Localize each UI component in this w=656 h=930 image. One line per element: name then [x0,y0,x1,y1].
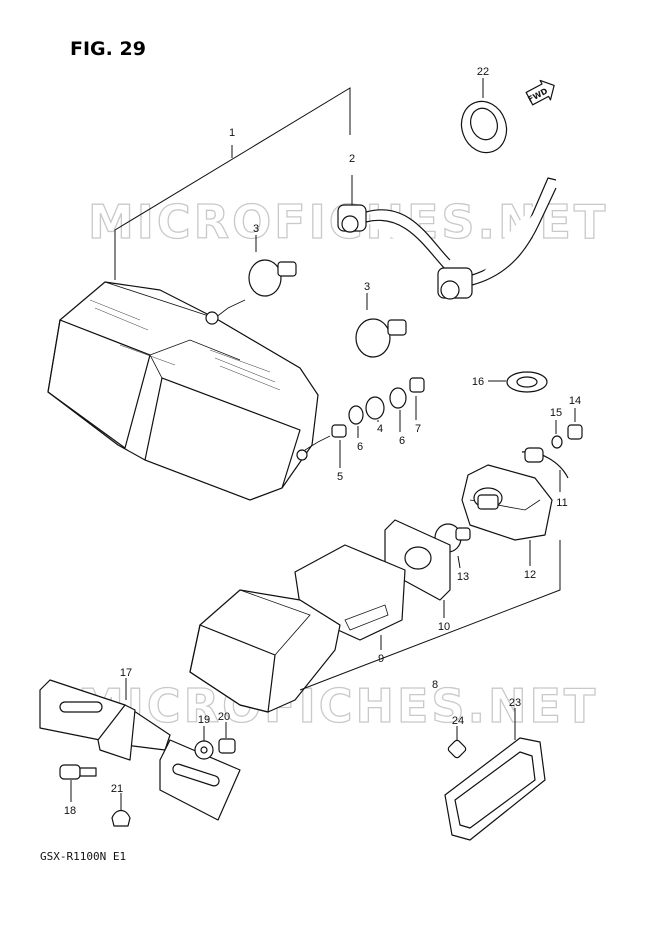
callout-18: 18 [64,805,76,817]
callout-5: 5 [337,471,343,483]
callout-7: 7 [415,423,421,435]
callout-6a: 6 [357,441,363,453]
callout-9: 9 [378,653,384,665]
bolt-18 [59,764,97,802]
callout-20: 20 [218,711,230,723]
callout-6b: 6 [399,435,405,447]
grommet-16 [488,371,548,393]
callout-17: 17 [120,667,132,679]
callout-2: 2 [349,153,355,165]
tail-lamp-housing [47,281,331,501]
license-lamp-bracket [461,408,583,566]
callout-1: 1 [229,127,235,139]
nut-24 [447,726,467,759]
callout-19: 19 [198,714,210,726]
gasket-plate [384,519,451,618]
callout-15: 15 [550,407,562,419]
callout-8: 8 [432,679,438,691]
reflector-23 [444,708,546,841]
cap-21 [111,793,131,827]
socket-harness [337,175,557,300]
callout-3b: 3 [364,281,370,293]
bulb-3-upper [248,235,297,297]
license-plate-bracket [39,678,241,821]
callout-13: 13 [457,571,469,583]
callout-10: 10 [438,621,450,633]
leader-part-8 [299,540,561,691]
callout-21: 21 [111,783,123,795]
model-code: GSX-R1100N E1 [40,850,126,863]
nut-20 [218,722,236,754]
callout-24: 24 [452,715,464,727]
figure-title: FIG. 29 [70,38,146,60]
fastener-stack [331,377,425,468]
bulb-3-lower [355,293,407,358]
leader-part-1 [114,87,351,280]
outer-tail-housing [189,589,341,713]
callout-12: 12 [524,569,536,581]
callout-16: 16 [472,376,484,388]
forward-arrow-icon: FWD [525,79,555,106]
callout-3a: 3 [253,223,259,235]
callout-22: 22 [477,66,489,78]
callout-14: 14 [569,395,581,407]
callout-4: 4 [377,423,383,435]
watermark-bottom: MICROFICHES.NET [78,679,598,733]
grommet-22 [460,78,508,154]
callout-labels: 1 2 3 3 4 5 6 6 7 8 9 10 11 12 13 14 15 … [64,66,581,817]
callout-11: 11 [556,497,567,509]
callout-23: 23 [509,697,521,709]
washer-19 [194,726,214,760]
